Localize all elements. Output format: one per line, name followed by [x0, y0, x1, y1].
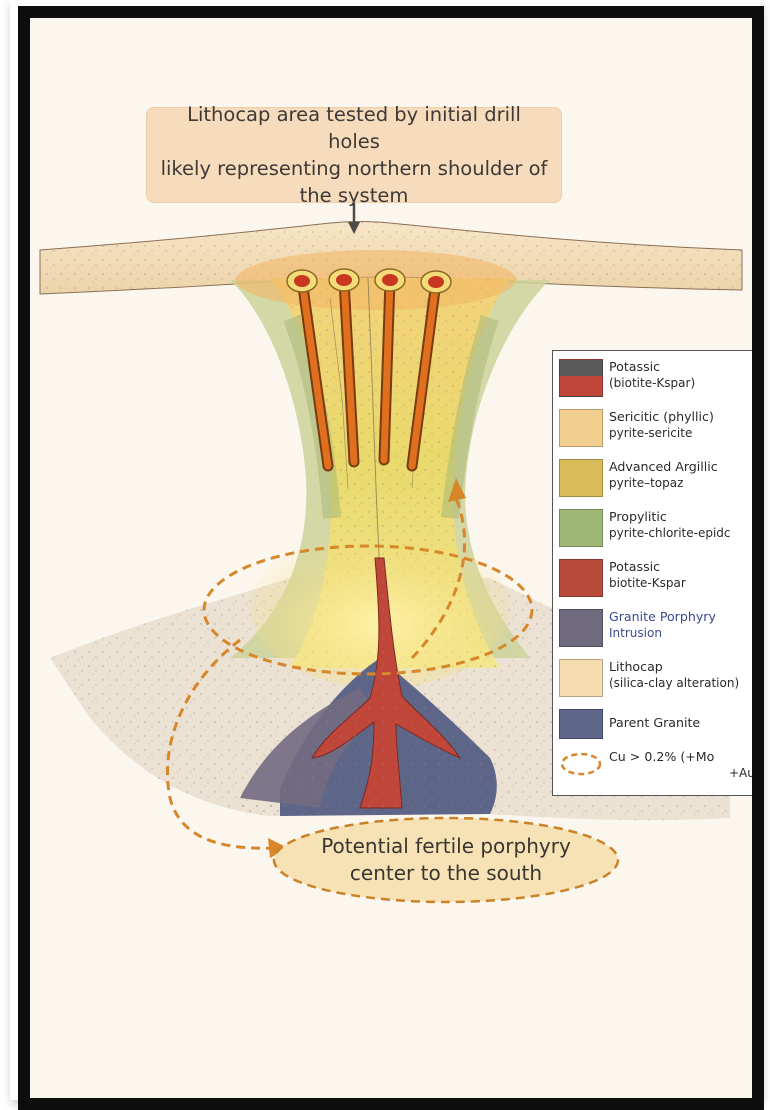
legend-label: Advanced Argillic [609, 459, 718, 474]
legend-sublabel: +Au) [609, 765, 760, 781]
legend-sublabel: (biotite-Kspar) [609, 375, 695, 391]
top-callout-line-1: Lithocap area tested by initial drill ho… [187, 103, 521, 153]
legend-sublabel: biotite-Kspar [609, 575, 686, 591]
legend-label: Sericitic (phyllic) [609, 409, 714, 424]
legend-swatch [559, 659, 603, 697]
legend-item-cu-grade: Cu > 0.2% (+Mo+Au) [559, 749, 759, 781]
bottom-callout: Potential fertile porphyry center to the… [274, 817, 618, 903]
legend-label: Granite Porphyry [609, 609, 716, 624]
legend-label: Cu > 0.2% (+Mo [609, 749, 714, 764]
top-callout: Lithocap area tested by initial drill ho… [146, 107, 562, 203]
top-callout-line-3: the system [300, 184, 409, 207]
legend-swatch [559, 459, 603, 497]
legend: Potassic(biotite-Kspar) Sericitic (phyll… [552, 350, 762, 796]
legend-label: Lithocap [609, 659, 663, 674]
legend-item-potassic: Potassic(biotite-Kspar) [559, 359, 759, 397]
bottom-callout-line-2: center to the south [350, 861, 542, 885]
legend-sublabel: pyrite-sericite [609, 425, 714, 441]
legend-item-parent-granite: Parent Granite [559, 709, 759, 739]
legend-swatch [559, 409, 603, 447]
legend-swatch [559, 359, 603, 397]
figure-frame: Lithocap area tested by initial drill ho… [18, 6, 764, 1110]
legend-sublabel: (silica-clay alteration) [609, 675, 739, 691]
legend-label: Parent Granite [609, 715, 700, 730]
legend-swatch [559, 559, 603, 597]
top-callout-line-2: likely representing northern shoulder of [161, 157, 548, 180]
legend-item-lithocap: Lithocap(silica-clay alteration) [559, 659, 759, 697]
legend-sublabel: pyrite-chlorite-epidc [609, 525, 731, 541]
legend-label: Potassic [609, 559, 660, 574]
legend-swatch [559, 509, 603, 547]
bottom-callout-line-1: Potential fertile porphyry [321, 834, 571, 858]
cu-grade-legend-icon [559, 749, 603, 779]
legend-swatch [559, 709, 603, 739]
legend-swatch [559, 609, 603, 647]
legend-sublabel: pyrite–topaz [609, 475, 718, 491]
legend-item-sericitic: Sericitic (phyllic)pyrite-sericite [559, 409, 759, 447]
legend-sublabel: Intrusion [609, 625, 716, 641]
legend-label: Propylitic [609, 509, 667, 524]
legend-label: Potassic [609, 359, 660, 374]
